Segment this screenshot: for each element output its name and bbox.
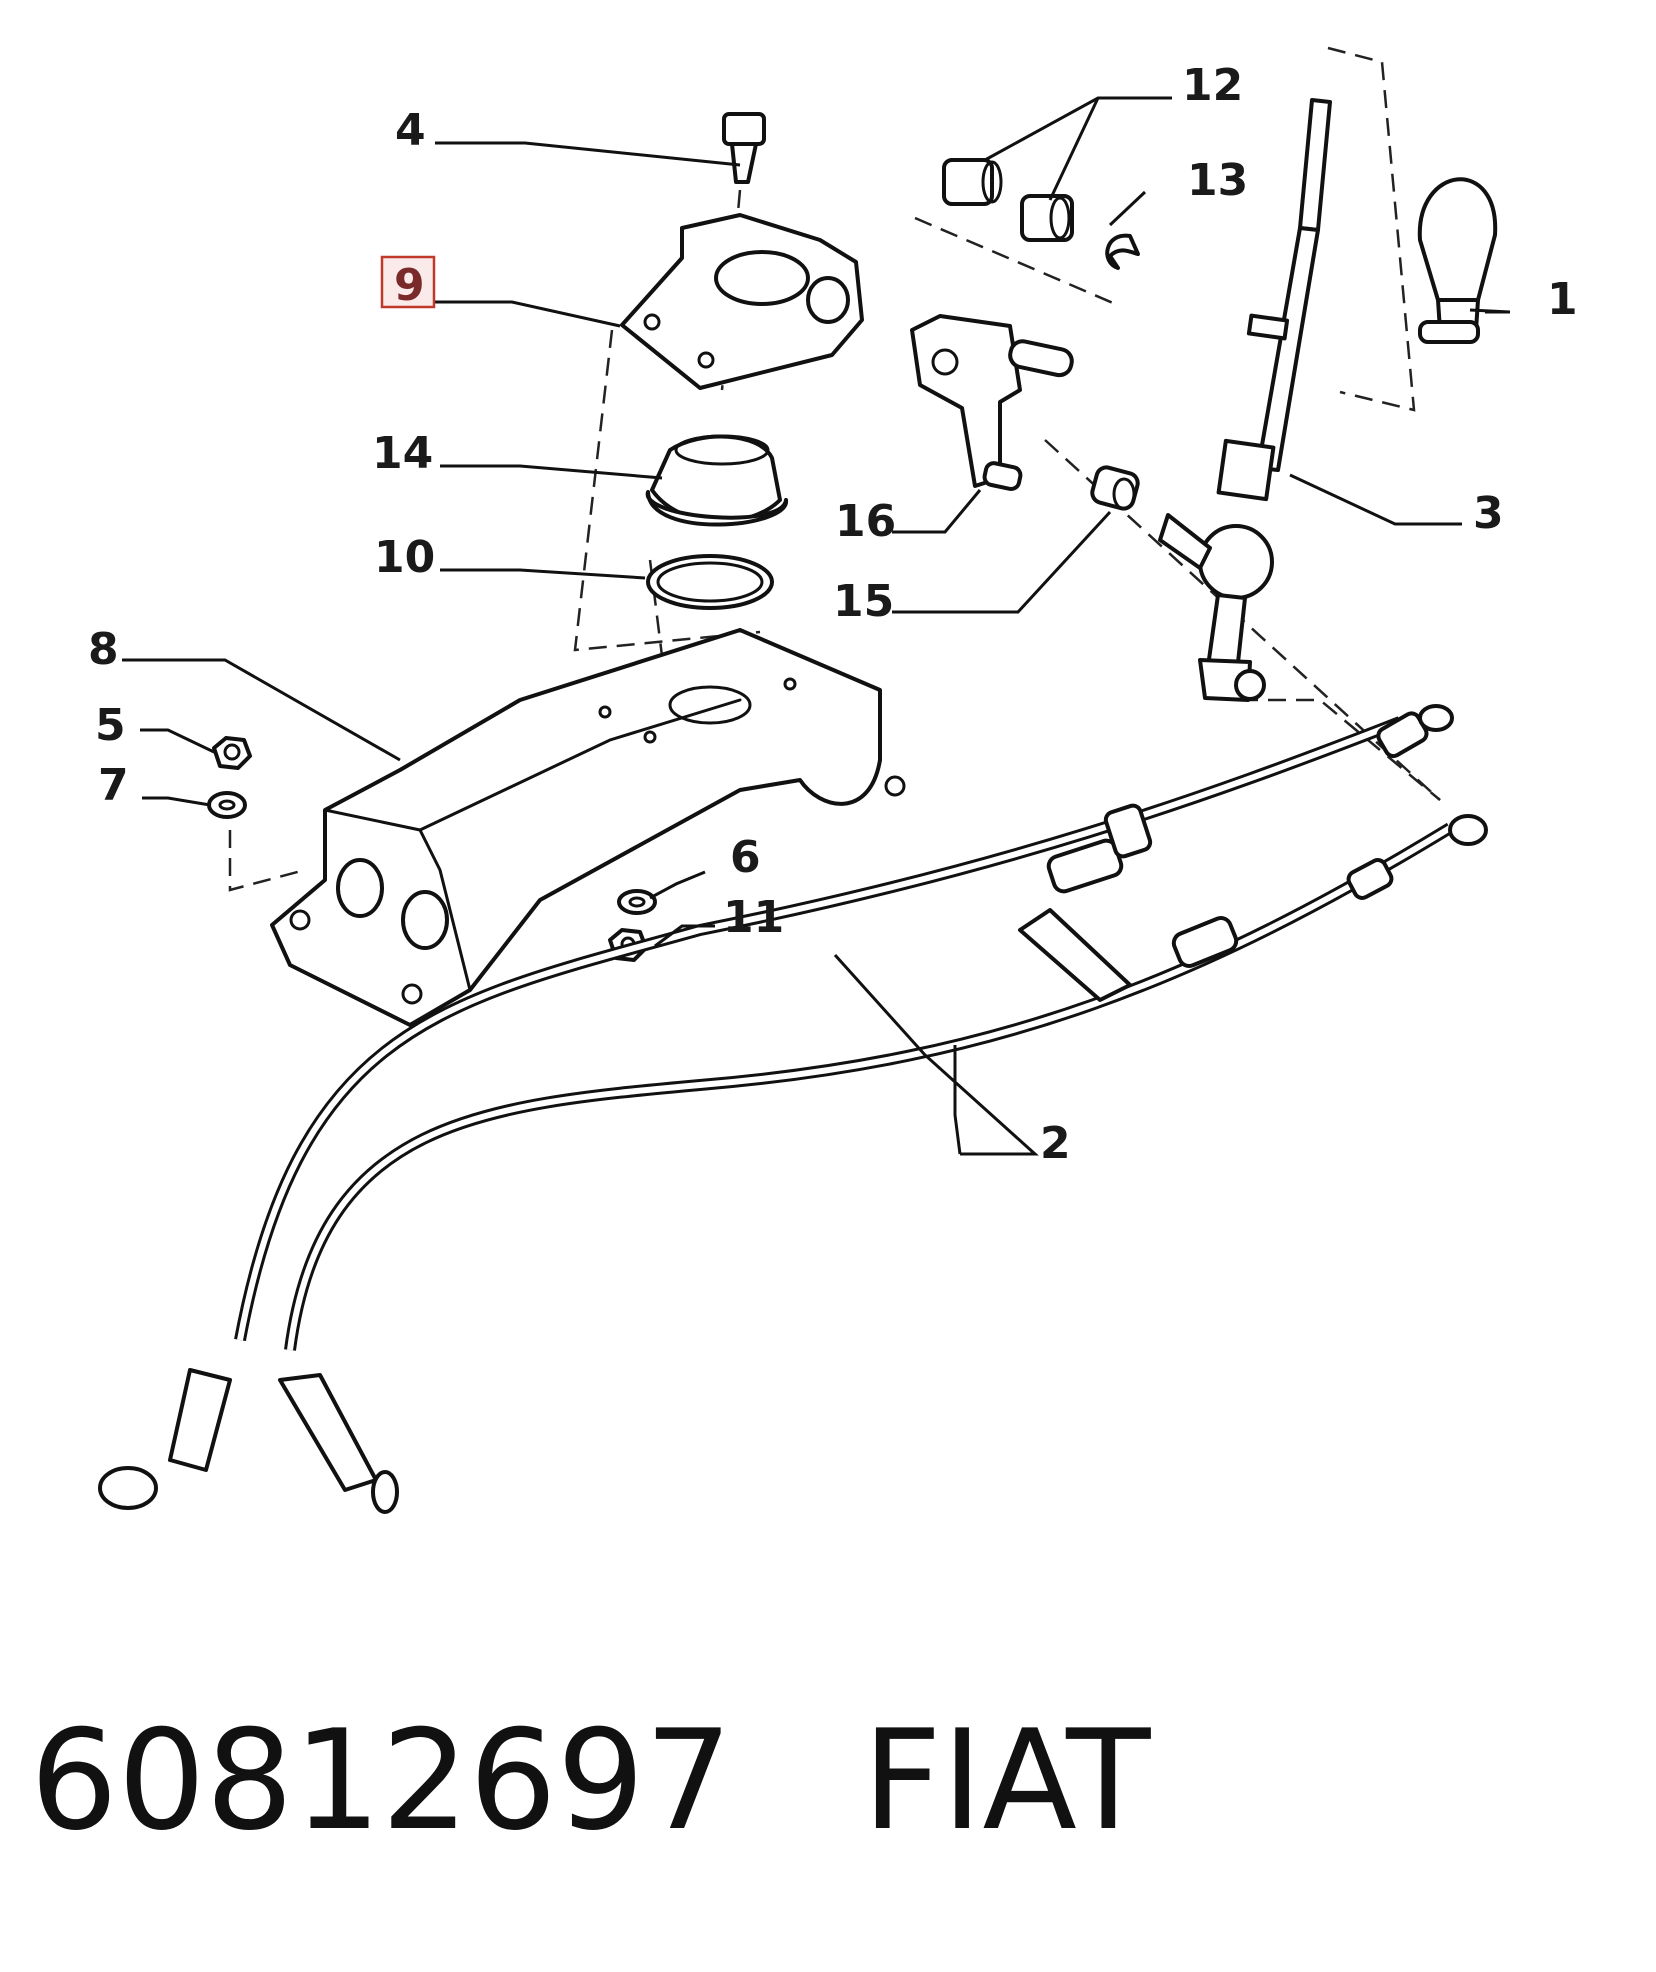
- brand-name: FIAT: [862, 1700, 1151, 1861]
- part-10-o-ring: [646, 554, 774, 610]
- part-6-washer: [617, 889, 657, 915]
- callout-11[interactable]: 11: [723, 892, 784, 943]
- highlight-box-9: [380, 255, 436, 309]
- callout-5[interactable]: 5: [95, 700, 126, 751]
- part-caption: 60812697 FIAT: [30, 1700, 1150, 1861]
- part-4-bolt: [722, 112, 766, 184]
- leader-lines: [122, 96, 1511, 1156]
- callout-16[interactable]: 16: [835, 496, 896, 547]
- part-16-selector-arm: [910, 314, 1074, 492]
- callout-1[interactable]: 1: [1547, 274, 1578, 325]
- part-2-cables: [98, 704, 1488, 1514]
- part-5-nut: [212, 736, 252, 770]
- part-9-upper-housing: [620, 213, 864, 390]
- callout-13[interactable]: 13: [1187, 155, 1248, 206]
- callout-3[interactable]: 3: [1473, 488, 1504, 539]
- callout-9[interactable]: 9: [394, 260, 425, 311]
- part-3-gear-lever: [1158, 98, 1332, 702]
- callout-12[interactable]: 12: [1182, 60, 1243, 111]
- callout-labels: 1 2 3 4 5 6 7 8 9 10 11 12 13 14 15 16: [88, 60, 1578, 1169]
- callout-14[interactable]: 14: [372, 428, 433, 479]
- part-14-boot: [645, 434, 788, 527]
- part-8-lower-housing: [270, 628, 906, 1027]
- part-13-clip: [1105, 233, 1140, 270]
- callout-6[interactable]: 6: [730, 832, 761, 883]
- callout-15[interactable]: 15: [833, 576, 894, 627]
- callout-4[interactable]: 4: [395, 105, 426, 156]
- callout-8[interactable]: 8: [88, 624, 119, 675]
- part-7-washer: [207, 791, 247, 819]
- part-number: 60812697: [30, 1700, 733, 1861]
- callout-7[interactable]: 7: [98, 760, 129, 811]
- callout-2[interactable]: 2: [1040, 1118, 1071, 1169]
- part-15-bush: [1090, 465, 1140, 511]
- part-12-bushings: [942, 158, 1074, 242]
- callout-10[interactable]: 10: [374, 532, 435, 583]
- part-1-gear-knob: [1417, 177, 1498, 344]
